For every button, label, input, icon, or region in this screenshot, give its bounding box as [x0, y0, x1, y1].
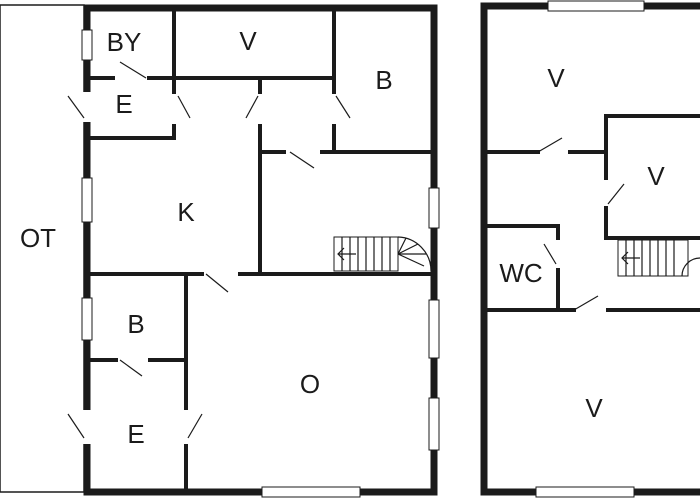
room-label-o: O — [300, 369, 320, 399]
ground-floor-doors — [67, 61, 351, 444]
room-label-k: K — [177, 197, 195, 227]
room-label-b-small: B — [127, 309, 144, 339]
upper-floor-plan: V V WC V — [480, 0, 700, 498]
room-label-by: BY — [107, 27, 142, 57]
room-label-b-top: B — [375, 65, 392, 95]
room-label-v-upper-left: V — [547, 63, 565, 93]
terrace-outline — [0, 4, 85, 493]
upper-floor-room-labels: V V WC V — [499, 63, 665, 423]
room-label-ot: OT — [20, 223, 56, 253]
ground-floor-staircase — [333, 236, 432, 272]
upper-floor-doors — [537, 137, 625, 311]
ground-floor-room-labels: OT BY V B E K B O E — [20, 26, 393, 449]
room-label-e-bottom: E — [127, 419, 144, 449]
room-label-v-top: V — [239, 26, 257, 56]
ground-floor-outer-wall — [83, 4, 438, 496]
upper-floor-windows — [535, 0, 645, 498]
upper-floor-staircase — [617, 239, 700, 277]
room-label-v-upper-bottom: V — [585, 393, 603, 423]
room-label-v-upper-right: V — [647, 161, 665, 191]
ground-floor-plan: OT BY V B E K B O E — [0, 4, 440, 498]
room-label-e-top: E — [115, 89, 132, 119]
ground-floor-windows — [81, 29, 440, 498]
ground-floor-interior-walls — [85, 6, 436, 494]
room-label-wc: WC — [499, 258, 542, 288]
